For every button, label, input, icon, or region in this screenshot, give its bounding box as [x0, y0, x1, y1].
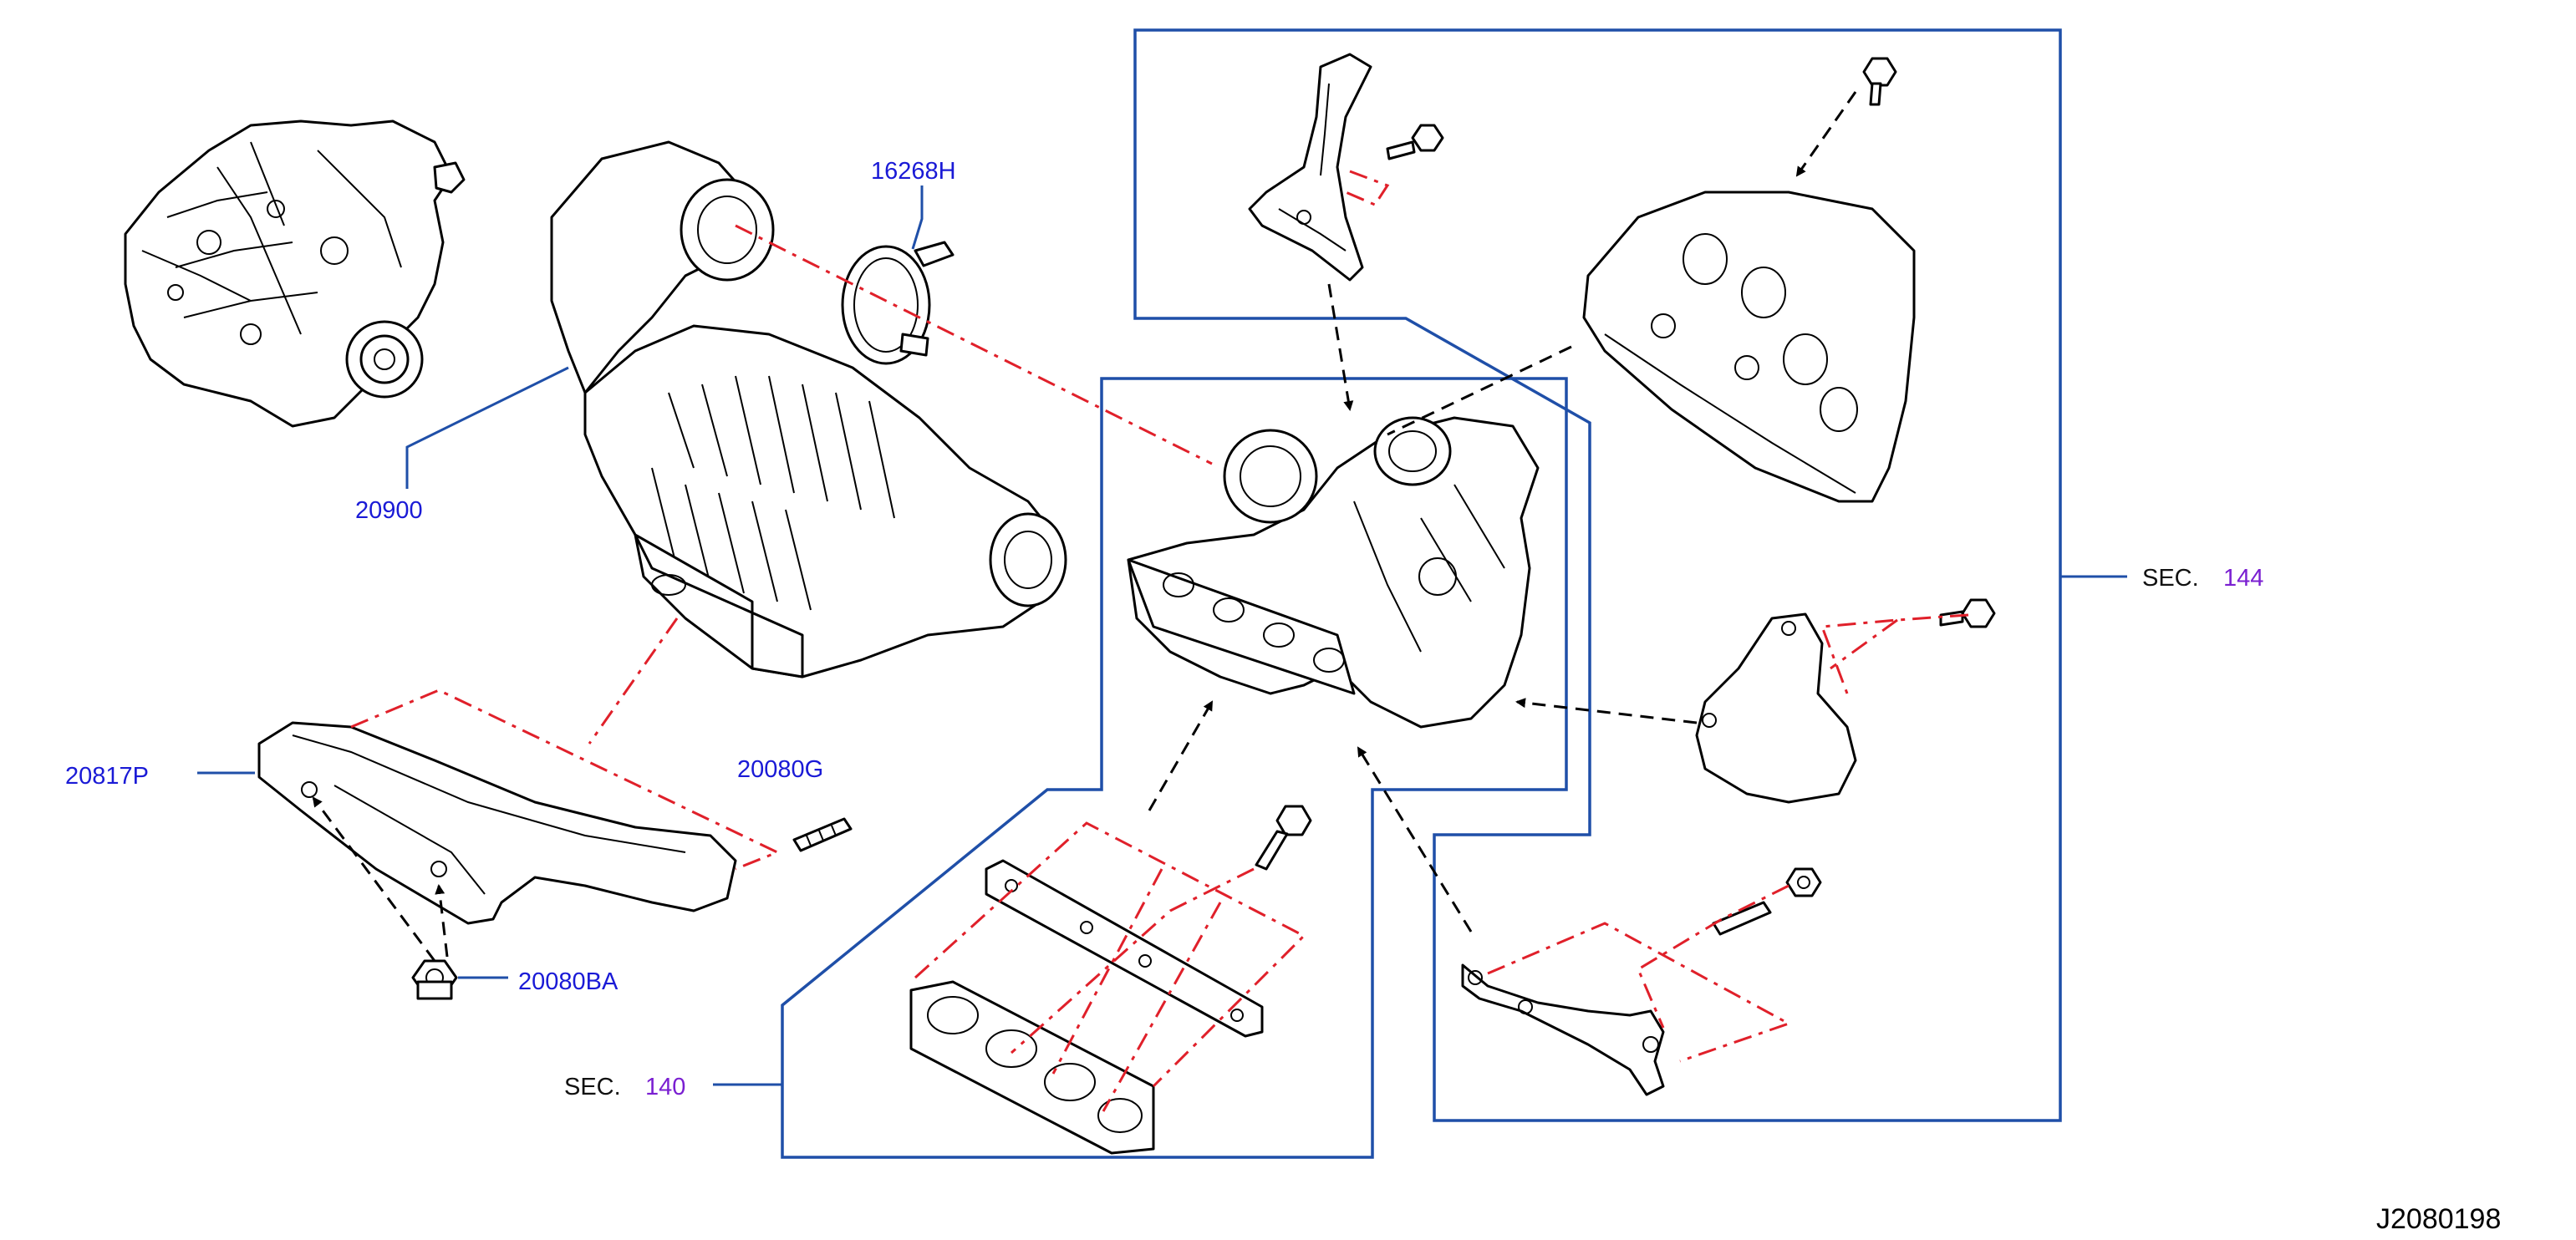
lower-bracket: [1461, 963, 1665, 1096]
leader-lines: [197, 185, 2127, 1086]
section-number-140[interactable]: 140: [645, 1074, 685, 1100]
manifold-gasket-stiffener: [985, 859, 1264, 1038]
section-prefix-140: SEC.: [564, 1074, 621, 1100]
bracket-bolt: [1386, 124, 1444, 160]
red-dash-lines: [350, 170, 1969, 1112]
section-prefix-144: SEC.: [2142, 565, 2199, 592]
engine-illustration: [124, 119, 466, 428]
part-label-20080G: 20080G: [737, 756, 823, 783]
diagram-reference-code: J2080198: [2376, 1203, 2501, 1235]
heat-shield-20817P: [257, 721, 737, 925]
shield-bolt: [1939, 598, 1996, 628]
turbo-manifold-assembly: [1127, 416, 1540, 729]
manifold-bolt: [1255, 805, 1312, 871]
catalytic-converter-20900: [550, 140, 1067, 678]
bracket-stud: [1712, 901, 1772, 936]
exhaust-manifold-gasket: [909, 980, 1155, 1155]
nut-20080BA: [411, 959, 458, 1000]
manifold-cover: [1582, 191, 1916, 503]
stud-20080G: [792, 817, 853, 852]
part-label-20900: 20900: [355, 497, 423, 524]
bracket-nut: [1785, 867, 1822, 897]
part-label-20817P: 20817P: [65, 763, 149, 790]
clamp-16268H: [841, 241, 955, 365]
upper-bracket: [1248, 53, 1372, 282]
part-label-16268H: 16268H: [871, 158, 956, 185]
turbo-heat-shield: [1695, 612, 1857, 804]
part-label-20080BA: 20080BA: [518, 968, 619, 995]
black-dashed-arrows: [312, 91, 1857, 962]
sec-140-box: [781, 377, 1568, 1159]
cover-bolt: [1862, 57, 1897, 106]
section-number-144[interactable]: 144: [2223, 565, 2263, 592]
